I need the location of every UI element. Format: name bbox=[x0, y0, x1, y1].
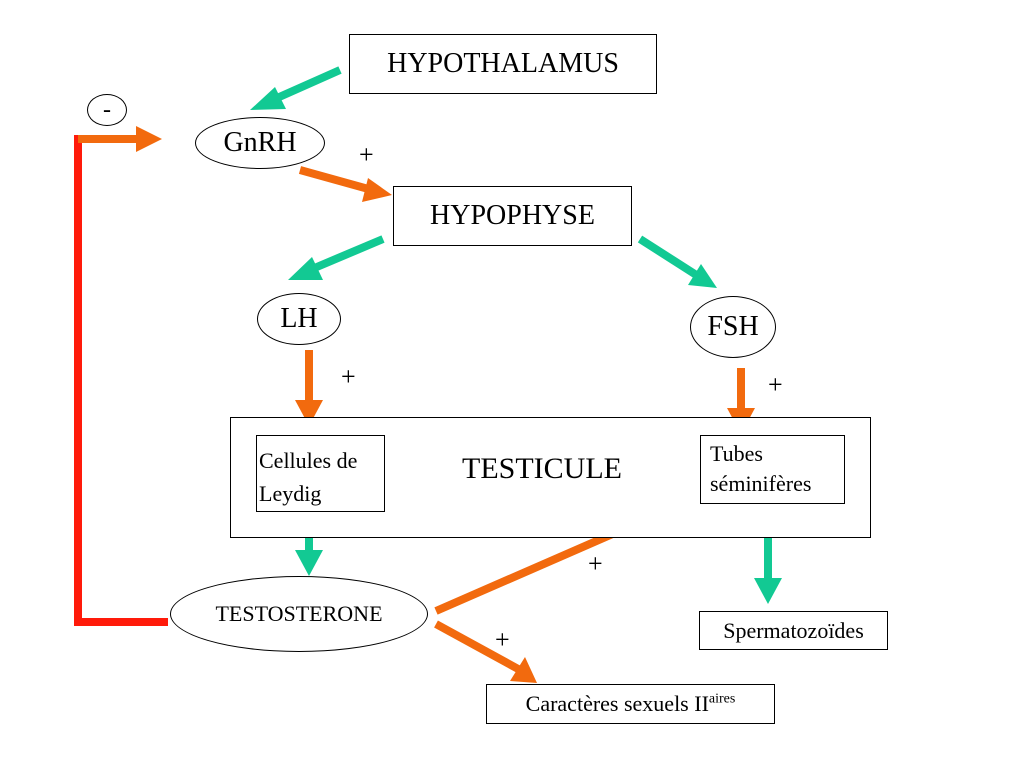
feedback-line-red bbox=[74, 135, 168, 626]
arrow-gnrh-to-hypophyse bbox=[298, 166, 374, 194]
caracteres-label-base: Caractères sexuels II bbox=[525, 691, 709, 716]
arrowhead-lh-to-leydig bbox=[295, 400, 323, 426]
leydig-label-line2: Leydig bbox=[259, 481, 322, 506]
caracteres-label: Caractères sexuels IIaires bbox=[526, 691, 736, 717]
lh-oval: LH bbox=[257, 293, 341, 345]
caracteres-box: Caractères sexuels IIaires bbox=[486, 684, 775, 724]
tubes-label-line1: Tubes bbox=[710, 441, 763, 466]
lh-label: LH bbox=[280, 303, 318, 334]
arrow-hypophyse-to-fsh bbox=[637, 235, 704, 282]
arrowhead-hypophyse-to-fsh bbox=[688, 264, 717, 288]
plus-sign-gnrh-hypophyse: + bbox=[359, 140, 374, 169]
leydig-label-line1: Cellules de bbox=[259, 448, 358, 473]
hypophyse-box: HYPOPHYSE bbox=[393, 186, 632, 246]
arrowhead-feedback-to-gnrh bbox=[136, 126, 162, 152]
arrow-hypophyse-to-lh bbox=[303, 235, 385, 276]
arrowhead-gnrh-to-hypophyse bbox=[362, 178, 392, 202]
arrowhead-hypophyse-to-lh bbox=[288, 257, 323, 280]
negative-feedback-sign: - bbox=[87, 94, 127, 126]
caracteres-label-superscript: aires bbox=[708, 691, 736, 707]
gnrh-oval: GnRH bbox=[195, 117, 325, 169]
gnrh-label: GnRH bbox=[223, 127, 297, 158]
hypophyse-label: HYPOPHYSE bbox=[430, 200, 595, 231]
testosterone-oval: TESTOSTERONE bbox=[170, 576, 428, 652]
green-arrows bbox=[250, 66, 782, 604]
arrowhead-testosterone-to-caracteres bbox=[510, 657, 537, 683]
arrow-hypothalamus-to-gnrh bbox=[266, 66, 342, 106]
testicule-label: TESTICULE bbox=[462, 452, 622, 485]
hypothalamus-box: HYPOTHALAMUS bbox=[349, 34, 657, 94]
leydig-box: Cellules de Leydig bbox=[256, 435, 385, 512]
tubes-box: Tubes séminifères bbox=[700, 435, 845, 504]
spermatozoides-label: Spermatozoïdes bbox=[723, 617, 864, 643]
negative-feedback-loop bbox=[74, 126, 168, 626]
arrowhead-tubes-to-spermatozoides bbox=[754, 578, 782, 604]
fsh-label: FSH bbox=[707, 311, 759, 342]
arrow-testosterone-to-caracteres bbox=[434, 620, 522, 674]
plus-sign-testosterone-tubes: + bbox=[588, 549, 603, 578]
hypothalamus-label: HYPOTHALAMUS bbox=[387, 48, 619, 79]
plus-sign-testosterone-caracteres: + bbox=[495, 625, 510, 654]
testosterone-label: TESTOSTERONE bbox=[215, 601, 383, 626]
arrowhead-hypothalamus-to-gnrh bbox=[250, 87, 286, 110]
arrowhead-leydig-to-testosterone bbox=[295, 550, 323, 576]
plus-sign-lh-leydig: + bbox=[341, 362, 356, 391]
tubes-label-line2: séminifères bbox=[710, 471, 812, 496]
spermatozoides-box: Spermatozoïdes bbox=[699, 611, 888, 650]
plus-sign-fsh-tubes: + bbox=[768, 370, 783, 399]
negative-feedback-sign-text: - bbox=[103, 96, 111, 123]
fsh-oval: FSH bbox=[690, 296, 776, 358]
